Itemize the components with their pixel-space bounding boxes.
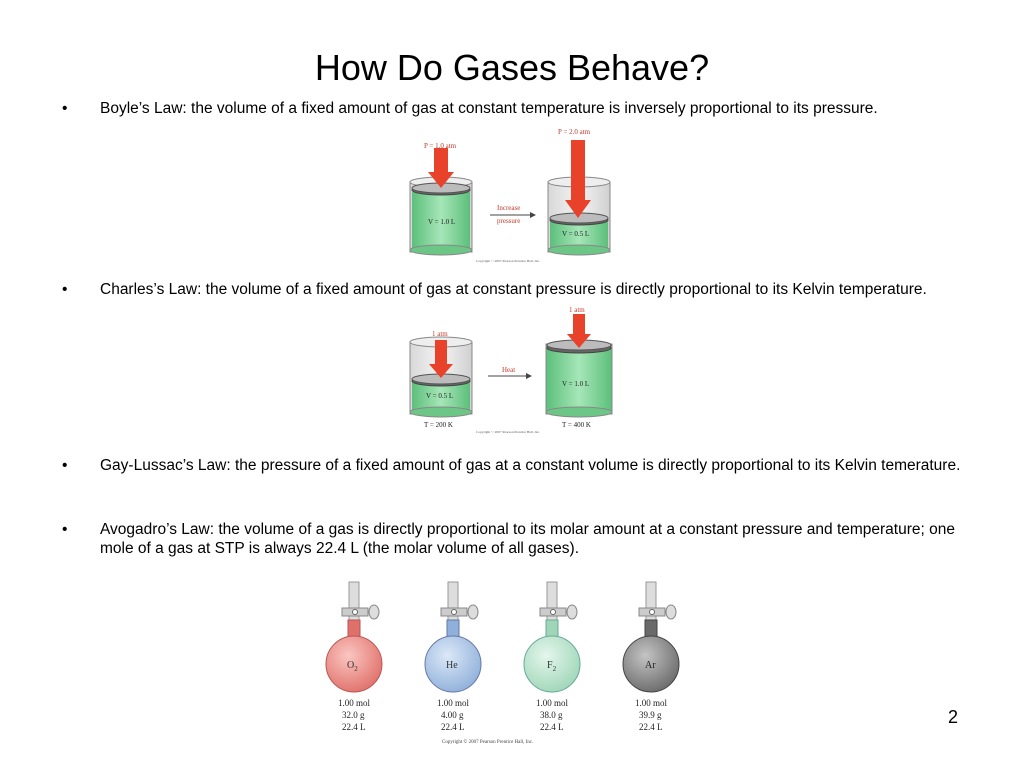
- flask-gas-label: O2: [347, 660, 358, 673]
- flask-o2: O2 1.00 mol 32.0 g 22.4 L: [325, 581, 383, 732]
- bullet-marker: •: [62, 521, 68, 538]
- flask-gas-label: He: [446, 660, 458, 671]
- arrow-red-right: [567, 314, 591, 348]
- flask-moles: 1.00 mol: [635, 698, 668, 708]
- arrow-label-increase: Increase: [497, 204, 520, 212]
- bullet-marker: •: [62, 100, 68, 117]
- flask-gas-label: F2: [547, 660, 557, 673]
- flask-ar: Ar 1.00 mol 39.9 g 22.4 L: [622, 581, 680, 732]
- flask-he: He 1.00 mol 4.00 g 22.4 L: [424, 581, 482, 732]
- flask-moles: 1.00 mol: [437, 698, 470, 708]
- bullet-gay-lussacs-law: • Gay-Lussac’s Law: the pressure of a fi…: [62, 456, 962, 475]
- flask-gas-label: Ar: [645, 660, 656, 671]
- arrow-red-left: [428, 148, 454, 188]
- left-pressure-label: P = 1.0 atm: [424, 142, 457, 150]
- slide-title: How Do Gases Behave?: [314, 47, 710, 88]
- arrow-label-pressure: pressure: [497, 217, 520, 225]
- bullet-text: Gay-Lussac’s Law: the pressure of a fixe…: [100, 457, 961, 474]
- arrow-red-left: [429, 340, 453, 378]
- right-volume-label: V = 1.0 L: [562, 380, 589, 388]
- flask-moles: 1.00 mol: [536, 698, 569, 708]
- boyles-law-figure: P = 1.0 atm V = 1.0 L Increase pressure …: [409, 128, 611, 264]
- bullet-text: Boyle’s Law: the volume of a fixed amoun…: [100, 100, 878, 117]
- bullet-text: Charles’s Law: the volume of a fixed amo…: [100, 281, 927, 298]
- bullet-avogadros-law: • Avogadro’s Law: the volume of a gas is…: [62, 520, 962, 558]
- left-volume-label: V = 0.5 L: [426, 392, 453, 400]
- bullet-marker: •: [62, 281, 68, 298]
- right-volume-label: V = 0.5 L: [562, 230, 589, 238]
- left-temperature-label: T = 200 K: [424, 421, 453, 429]
- arrow-label-heat: Heat: [502, 366, 515, 374]
- right-temperature-label: T = 400 K: [562, 421, 591, 429]
- flask-f2: F2 1.00 mol 38.0 g 22.4 L: [523, 581, 581, 732]
- bullet-text: Avogadro’s Law: the volume of a gas is d…: [100, 521, 955, 557]
- bullet-boyles-law: • Boyle’s Law: the volume of a fixed amo…: [62, 99, 962, 118]
- flask-volume: 22.4 L: [540, 722, 564, 732]
- flask-mass: 32.0 g: [342, 710, 365, 720]
- page-number: 2: [948, 707, 959, 727]
- right-cylinder: [545, 339, 613, 418]
- flask-volume: 22.4 L: [441, 722, 465, 732]
- flask-volume: 22.4 L: [639, 722, 663, 732]
- flask-mass: 39.9 g: [639, 710, 662, 720]
- flask-moles: 1.00 mol: [338, 698, 371, 708]
- left-cylinder: [409, 176, 473, 256]
- flask-mass: 4.00 g: [441, 710, 464, 720]
- left-volume-label: V = 1.0 L: [428, 218, 455, 226]
- charles-law-figure: 1 atm V = 0.5 L T = 200 K Heat 1 atm V =…: [409, 306, 613, 435]
- right-pressure-label: 1 atm: [569, 306, 585, 314]
- flask-volume: 22.4 L: [342, 722, 366, 732]
- avogadro-copyright: Copyright © 2007 Pearson Prentice Hall, …: [442, 739, 533, 745]
- boyle-copyright: Copyright © 2007 Pearson Prentice Hall, …: [476, 258, 540, 264]
- avogadro-law-figure: O2 1.00 mol 32.0 g 22.4 L He 1.00 mol 4.…: [325, 581, 680, 745]
- right-pressure-label: P = 2.0 atm: [558, 128, 591, 136]
- flask-mass: 38.0 g: [540, 710, 563, 720]
- left-cylinder: [409, 336, 473, 418]
- bullet-marker: •: [62, 457, 68, 474]
- arrow-red-right: [565, 140, 591, 218]
- charles-copyright: Copyright © 2007 Pearson Prentice Hall, …: [476, 429, 540, 435]
- bullet-charless-law: • Charles’s Law: the volume of a fixed a…: [62, 280, 962, 299]
- left-pressure-label: 1 atm: [432, 330, 448, 338]
